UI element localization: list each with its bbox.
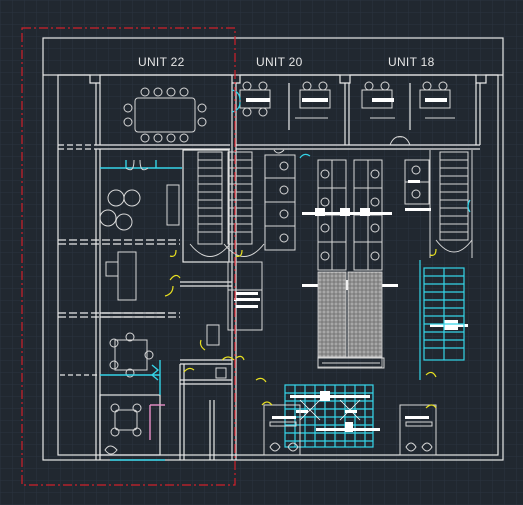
white-door-swings — [125, 136, 411, 171]
center-cross-lines — [299, 399, 361, 421]
service-core — [206, 261, 263, 379]
cyan-door-swings — [231, 89, 471, 213]
selection-boundary-unit-22[interactable] — [21, 27, 236, 486]
pink-partition — [149, 404, 165, 440]
restrooms — [263, 404, 437, 456]
service-core-labels — [234, 292, 260, 308]
unit-22-label: UNIT 22 — [138, 55, 185, 69]
facade-walls — [58, 74, 498, 460]
stairs-right — [429, 150, 473, 258]
unit-18-label: UNIT 18 — [388, 55, 435, 69]
hatched-storage — [317, 271, 383, 368]
desk-labels-top — [246, 98, 447, 102]
unit-20-label: UNIT 20 — [256, 55, 303, 69]
reception-desk — [317, 357, 385, 369]
restroom-labels — [272, 416, 429, 419]
bench-right — [419, 260, 465, 380]
unit-22-walls — [95, 149, 232, 460]
stairs-left — [189, 151, 265, 257]
door-swings — [164, 248, 437, 409]
lounge-furniture — [99, 184, 180, 455]
workstations-center — [264, 154, 430, 271]
meeting-table — [123, 87, 207, 143]
desk-units-top — [239, 81, 455, 119]
